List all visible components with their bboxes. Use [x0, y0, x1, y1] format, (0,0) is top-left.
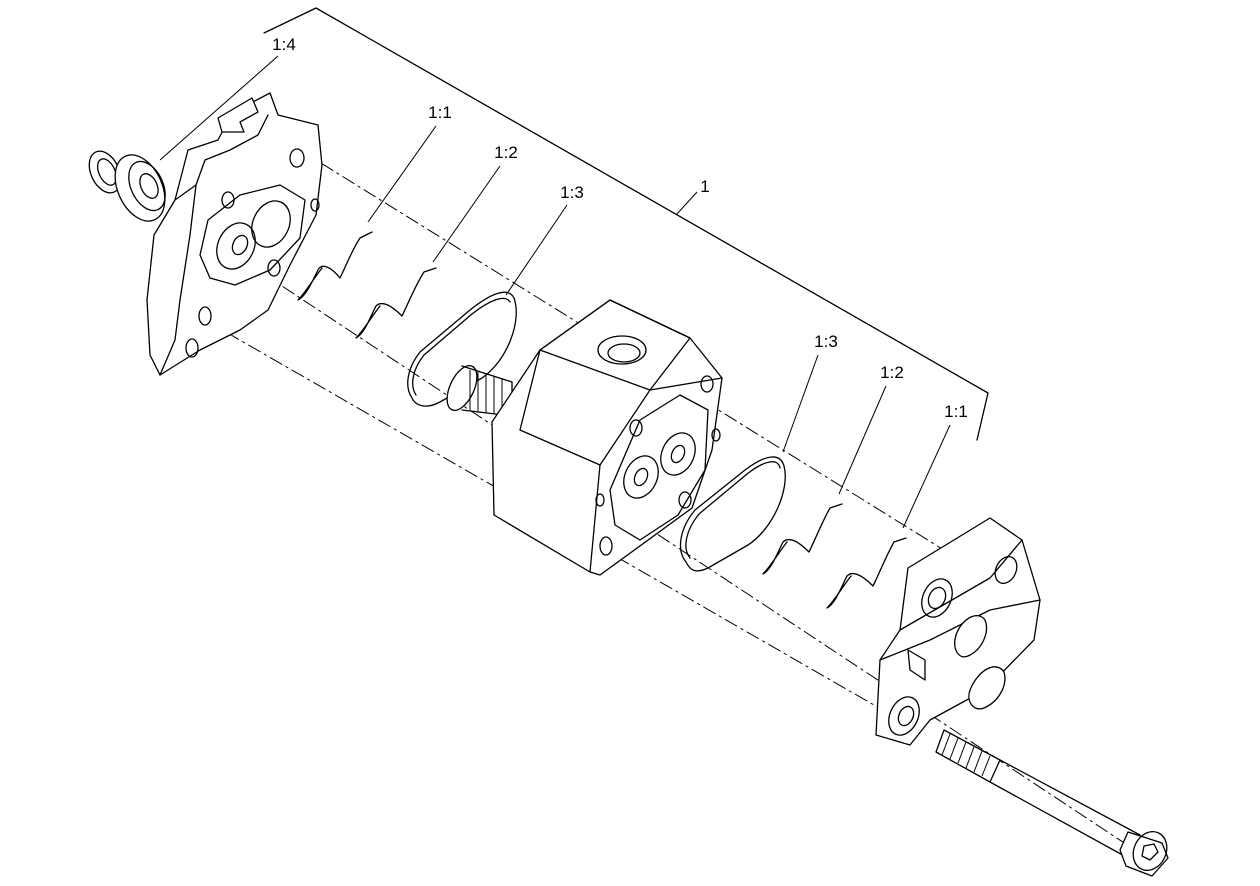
leader-1-1-right: [902, 424, 951, 529]
leader-1-2-right: [838, 385, 887, 495]
shaft-seal: [114, 154, 166, 222]
right-end-cover: [875, 517, 1041, 746]
assembly-bracket: [263, 7, 989, 441]
leader-1-4: [159, 55, 279, 161]
pump-body: [491, 299, 723, 576]
retainer-1-2-right: [762, 503, 843, 575]
retainer-1-1-right: [826, 537, 907, 609]
leader-1: [675, 191, 698, 216]
label-1-1-left: 1:1: [428, 103, 452, 122]
label-1-2-right: 1:2: [880, 363, 904, 382]
retainer-1-2-left: [355, 267, 437, 339]
label-1: 1: [700, 177, 709, 196]
label-1-4: 1:4: [272, 35, 296, 54]
cap-screw: [935, 729, 1169, 877]
leader-1-3-right: [782, 354, 819, 453]
label-1-1-right: 1:1: [944, 402, 968, 421]
leader-1-3-left: [505, 204, 568, 296]
leader-1-2-left: [432, 165, 501, 263]
leader-1-1-left: [367, 125, 437, 223]
label-1-2-left: 1:2: [494, 143, 518, 162]
left-end-cover: [146, 92, 323, 376]
gasket-1-3-right: [679, 456, 786, 572]
gasket-1-3-left: [407, 291, 517, 407]
retainer-1-1-left: [297, 231, 373, 301]
label-1-3-right: 1:3: [814, 332, 838, 351]
label-1-3-left: 1:3: [560, 183, 584, 202]
